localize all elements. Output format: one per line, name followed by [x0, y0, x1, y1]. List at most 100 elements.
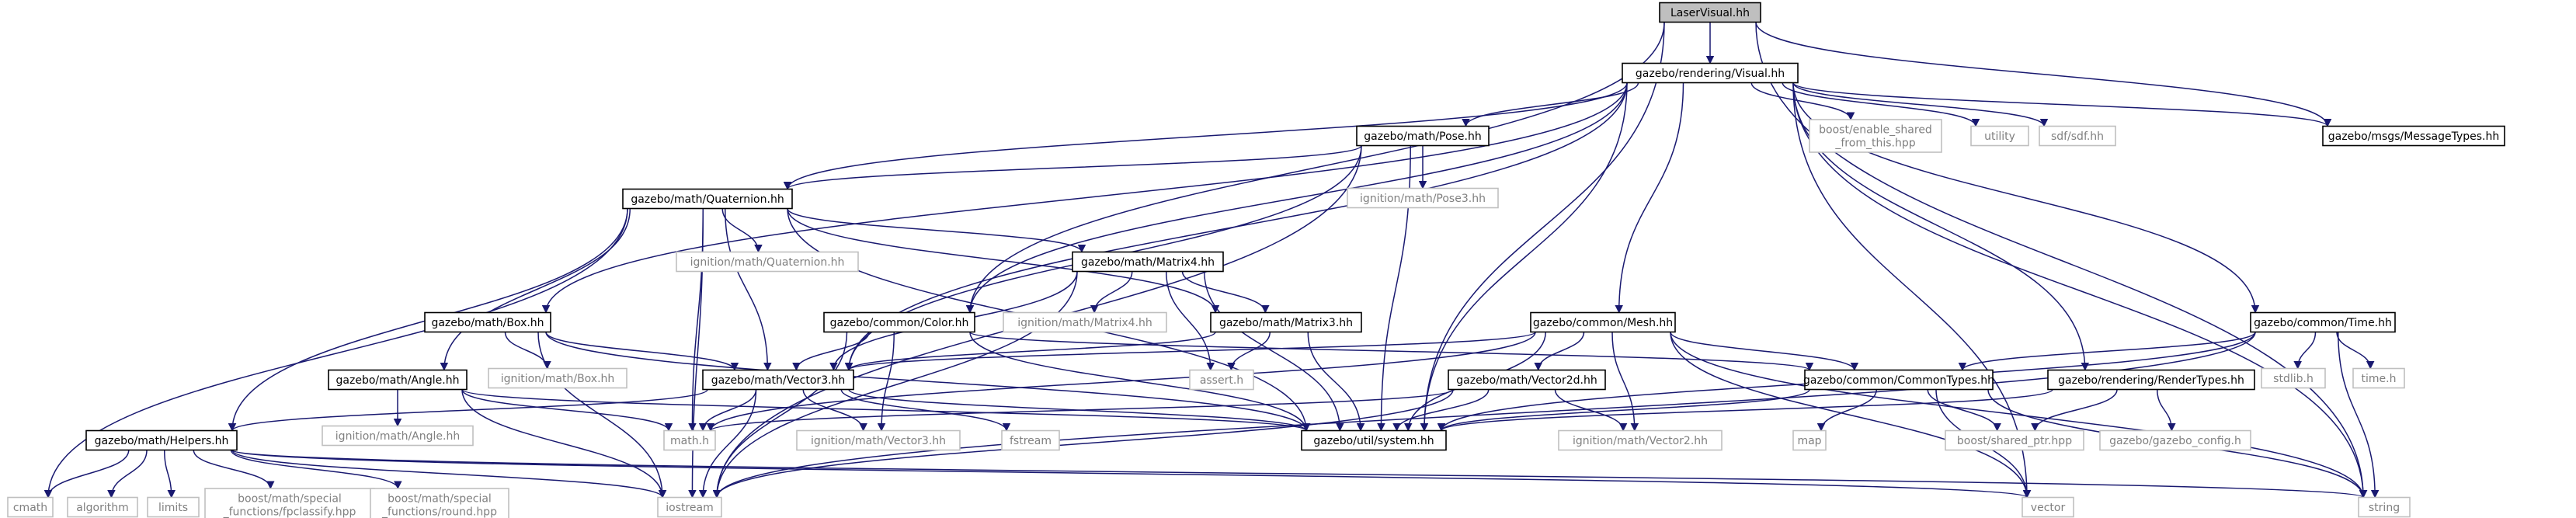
edge-quaternion-to-mathh [688, 208, 704, 432]
node-matrix3[interactable]: gazebo/math/Matrix3.hh [1210, 311, 1362, 333]
node-label: math.h [670, 435, 709, 447]
edge-visual-to-pose [1462, 82, 1639, 127]
node-box [622, 188, 793, 210]
edge-visual-to-system [1420, 82, 1628, 432]
edge-mesh-to-vector [1670, 332, 2032, 499]
node-box [1003, 311, 1167, 333]
edge-vector2d-to-system [1392, 389, 1490, 432]
node-box [370, 488, 509, 518]
node-box [823, 311, 975, 333]
edge-mesh-to-mathh [706, 332, 1536, 432]
node-box [2352, 367, 2405, 389]
node-helpers[interactable]: gazebo/math/Helpers.hh [85, 429, 238, 451]
node-label: assert.h [1200, 374, 1243, 387]
edge-mesh-to-vector3 [845, 331, 1536, 371]
edge-commontypes-to-system [1437, 388, 1810, 432]
node-box [2099, 429, 2251, 451]
node-label: ignition/math/Box.hh [501, 373, 615, 385]
edge-helpers-to-limits [164, 450, 176, 499]
node-ign-angle: ignition/math/Angle.hh [322, 425, 474, 447]
edge-quaternion-to-matrix4 [787, 208, 1086, 253]
node-box [1622, 62, 1799, 84]
node-angle[interactable]: gazebo/math/Angle.hh [328, 369, 468, 391]
node-ign-matrix4: ignition/math/Matrix4.hh [1003, 311, 1167, 333]
node-pose[interactable]: gazebo/math/Pose.hh [1356, 125, 1490, 147]
edge-vector2d-to-iostream [712, 389, 1454, 499]
nodes-layer: LaserVisual.hh gazebo/rendering/Visual.hh… [7, 2, 2505, 518]
edge-matrix4-to-system [1204, 271, 1344, 432]
node-laservisual[interactable]: LaserVisual.hh [1659, 2, 1761, 23]
node-box [676, 251, 859, 273]
edge-time-to-string [2338, 332, 2380, 499]
node-label: gazebo/math/Pose.hh [1364, 130, 1482, 143]
edge-time-to-stdlib [2293, 332, 2317, 370]
node-box [2047, 369, 2255, 391]
node-iostream: iostream [657, 496, 722, 518]
node-box [328, 369, 468, 391]
node-visual[interactable]: gazebo/rendering/Visual.hh [1622, 62, 1799, 84]
node-label: gazebo/common/Mesh.hh [1533, 317, 1673, 329]
node-matrix4[interactable]: gazebo/math/Matrix4.hh [1072, 251, 1224, 273]
edge-color-to-system [969, 332, 1311, 432]
node-color[interactable]: gazebo/common/Color.hh [823, 311, 975, 333]
edge-time-to-timeh [2336, 332, 2375, 370]
node-label: map [1797, 435, 1821, 447]
edge-visual-to-utility [1782, 82, 1980, 127]
node-label: gazebo/common/Color.hh [830, 317, 969, 329]
edge-color-to-vector3 [792, 332, 870, 371]
node-label: ignition/math/Vector3.hh [811, 435, 946, 447]
edge-matrix4-to-ign-matrix4 [1090, 271, 1133, 314]
edge-visual-to-messagetypes [1792, 82, 2332, 127]
node-limits: limits [147, 496, 200, 518]
node-rendertypes[interactable]: gazebo/rendering/RenderTypes.hh [2047, 369, 2255, 391]
node-label: gazebo/msgs/MessageTypes.hh [2328, 130, 2499, 143]
node-label: gazebo/math/Helpers.hh [95, 435, 229, 447]
node-label: limits [158, 502, 188, 514]
node-commontypes[interactable]: gazebo/common/CommonTypes.hh [1803, 369, 1994, 391]
edge-box-to-system [545, 332, 1311, 432]
edge-angle-to-iostream [461, 389, 667, 499]
node-label: gazebo/gazebo_config.h [2109, 435, 2241, 447]
edge-visual-to-box [541, 82, 1628, 314]
node-vector: vector [2022, 496, 2074, 518]
node-box [2250, 311, 2396, 333]
node-box [1448, 369, 1606, 391]
node-box [2022, 496, 2074, 518]
node-box [67, 496, 138, 518]
edge-vector2d-to-mathh [707, 388, 1454, 432]
node-box [1558, 429, 1723, 451]
node-box [1530, 311, 1676, 333]
node-vector3[interactable]: gazebo/math/Vector3.hh [702, 369, 854, 391]
node-box[interactable]: gazebo/math/Box.hh [424, 311, 551, 333]
node-label: ignition/math/Vector2.hh [1573, 435, 1708, 447]
node-box [488, 367, 627, 389]
node-label: time.h [2362, 373, 2397, 385]
edge-commontypes-to-map [1816, 389, 1877, 432]
node-vector2d[interactable]: gazebo/math/Vector2d.hh [1448, 369, 1606, 391]
node-box [1072, 251, 1224, 273]
node-box [657, 496, 722, 518]
node-quaternion[interactable]: gazebo/math/Quaternion.hh [622, 188, 793, 210]
edge-helpers-to-algorithm [107, 450, 148, 499]
node-system[interactable]: gazebo/util/system.hh [1301, 429, 1447, 451]
edge-angle-to-system [461, 388, 1310, 432]
node-fstream: fstream [1001, 429, 1060, 451]
edge-helpers-to-iostream [231, 450, 667, 499]
node-mesh[interactable]: gazebo/common/Mesh.hh [1530, 311, 1676, 333]
node-box [663, 429, 716, 451]
node-messagetypes[interactable]: gazebo/msgs/MessageTypes.hh [2322, 125, 2505, 147]
edge-helpers-to-string [231, 449, 2367, 499]
edge-commontypes-to-boost-shared [1927, 389, 2001, 432]
node-time[interactable]: gazebo/common/Time.hh [2250, 311, 2396, 333]
edge-laservisual-to-messagetypes [1755, 22, 2332, 127]
edge-quaternion-to-angle [440, 208, 631, 371]
node-box [424, 311, 551, 333]
edge-matrix4-to-matrix3 [1181, 271, 1270, 314]
edge-angle-to-mathh [461, 389, 673, 432]
edge-visual-to-vector [1792, 82, 2032, 499]
node-box [1792, 429, 1827, 451]
edge-matrix4-to-assert [1166, 271, 1215, 371]
node-ign-vector2: ignition/math/Vector2.hh [1558, 429, 1723, 451]
edge-helpers-to-vector [231, 449, 2031, 499]
